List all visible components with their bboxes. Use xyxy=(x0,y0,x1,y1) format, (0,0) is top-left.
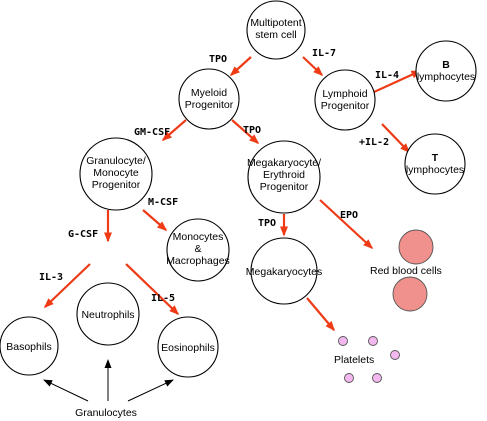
label-tpo-3: TPO xyxy=(258,218,276,229)
label-tpo-2: TPO xyxy=(243,125,261,136)
label-il3: IL-3 xyxy=(39,272,63,283)
arrow-megakaryocytes-to-platelets xyxy=(306,297,335,332)
label-epo: EPO xyxy=(340,210,358,221)
red-blood-cell xyxy=(398,229,434,265)
cytokine-labels: TPO IL-7 IL-4 +IL-2 GM-CSF TPO M-CSF G-C… xyxy=(39,48,399,304)
label-il5: IL-5 xyxy=(151,293,175,304)
monocytes-label-3: Macrophages xyxy=(166,255,230,267)
arrow-myeloid-to-gm xyxy=(161,119,187,141)
node-b-lymphocytes: B lymphocytes xyxy=(415,40,477,102)
myeloid-label-2: Progenitor xyxy=(185,99,234,111)
stem-cell-label-2: stem cell xyxy=(255,29,296,41)
arrow-me-to-rbc xyxy=(319,199,374,250)
arrow-stem-to-lymphoid xyxy=(302,56,324,77)
stem-cell-label-1: Multipotent xyxy=(250,17,301,29)
lymphoid-label-2: Progenitor xyxy=(321,100,370,112)
gm-label-3: Progenitor xyxy=(92,179,141,191)
arrow-to-eosinophils xyxy=(125,263,180,316)
arrow-stem-to-myeloid xyxy=(229,56,252,77)
platelet xyxy=(368,336,378,346)
arrow-myeloid-to-me xyxy=(231,119,260,144)
node-t-lymphocytes: T lymphocytes xyxy=(404,133,466,195)
monocytes-label-1: Monocytes xyxy=(173,231,224,243)
arrow-lymphoid-to-b xyxy=(373,69,422,94)
node-basophils: Basophils xyxy=(0,316,59,376)
label-il2: +IL-2 xyxy=(359,137,389,148)
b-cells-label-1: B xyxy=(442,59,450,71)
node-eosinophils: Eosinophils xyxy=(157,316,219,378)
label-gcsf: G-CSF xyxy=(68,229,98,240)
platelet xyxy=(338,336,348,346)
node-monocytes-macrophages: Monocytes & Macrophages xyxy=(166,218,230,282)
gm-label-2: Monocyte xyxy=(93,167,139,179)
node-lymphoid-progenitor: Lymphoid Progenitor xyxy=(314,69,376,131)
t-cells-label-2: lymphocytes xyxy=(406,164,464,176)
arrow-granulocytes-to-eosinophils xyxy=(127,379,174,402)
arrow-granulocytes-to-basophils xyxy=(43,379,89,402)
platelets-label: Platelets xyxy=(334,354,374,366)
label-tpo-1: TPO xyxy=(209,54,227,65)
label-il4: IL-4 xyxy=(375,70,399,81)
me-label-1: Megakaryocyte/ xyxy=(247,157,321,169)
black-arrows xyxy=(43,359,174,402)
me-label-2: Erythroid xyxy=(263,169,305,181)
gm-label-1: Granulocyte/ xyxy=(86,155,146,167)
node-stem-cell: Multipotent stem cell xyxy=(246,0,306,60)
platelet xyxy=(372,373,382,383)
red-blood-cells-label: Red blood cells xyxy=(370,265,442,277)
platelets: Platelets xyxy=(334,336,400,383)
arrow-gm-to-monocytes xyxy=(142,209,168,231)
platelet xyxy=(344,373,354,383)
arrow-lymphoid-to-t xyxy=(381,123,411,154)
granulocytes-label: Granulocytes xyxy=(75,407,137,419)
label-mcsf: M-CSF xyxy=(148,197,178,208)
node-megakaryocyte-erythroid-progenitor: Megakaryocyte/ Erythroid Progenitor xyxy=(247,140,321,214)
b-cells-label-2: lymphocytes xyxy=(417,71,475,83)
platelet xyxy=(390,350,400,360)
myeloid-label-1: Myeloid xyxy=(191,87,227,99)
node-granulocyte-monocyte-progenitor: Granulocyte/ Monocyte Progenitor xyxy=(79,137,153,211)
monocytes-label-2: & xyxy=(194,243,201,255)
arrow-to-basophils xyxy=(43,263,91,309)
lymphoid-label-1: Lymphoid xyxy=(322,88,367,100)
label-gmcsf: GM-CSF xyxy=(134,127,170,138)
node-neutrophils: Neutrophils xyxy=(76,282,140,346)
t-cells-label-1: T xyxy=(432,152,439,164)
red-arrows xyxy=(43,56,422,332)
node-megakaryocytes: Megakaryocytes xyxy=(246,237,322,305)
neutrophils-label: Neutrophils xyxy=(81,309,134,321)
red-blood-cells: Red blood cells xyxy=(370,229,442,312)
megakaryocytes-label: Megakaryocytes xyxy=(246,266,322,278)
red-blood-cell xyxy=(392,276,428,312)
node-myeloid-progenitor: Myeloid Progenitor xyxy=(178,68,240,130)
label-il7: IL-7 xyxy=(312,48,336,59)
eosinophils-label: Eosinophils xyxy=(161,342,215,354)
me-label-3: Progenitor xyxy=(260,181,309,193)
basophils-label: Basophils xyxy=(6,341,52,353)
